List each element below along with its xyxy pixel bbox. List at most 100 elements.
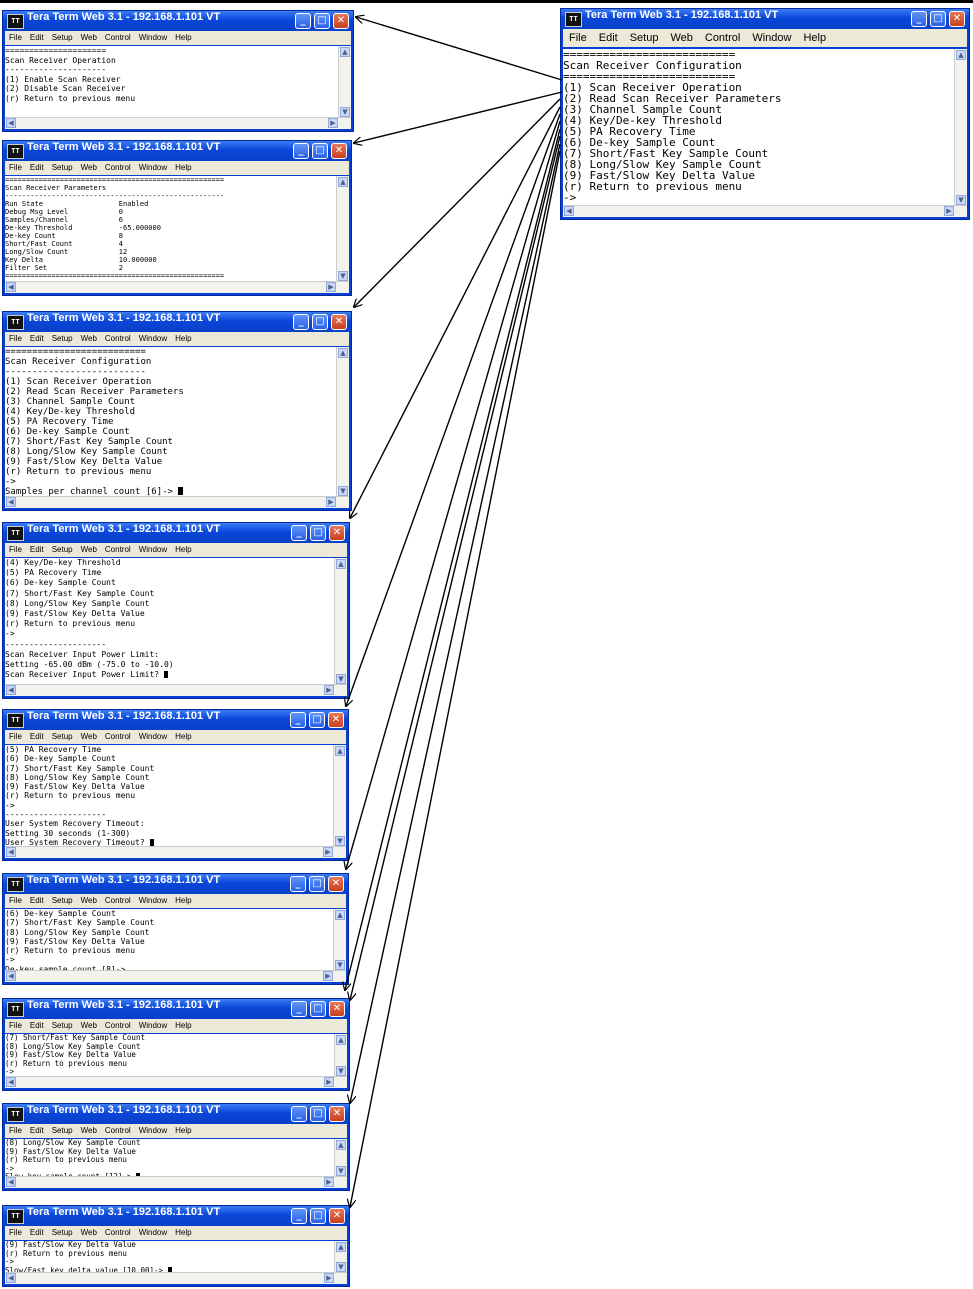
terminal-app-icon[interactable]: TT bbox=[7, 1107, 24, 1122]
menu-item-setup[interactable]: Setup bbox=[51, 545, 73, 554]
horizontal-scrollbar[interactable]: ◀▶ bbox=[5, 281, 349, 293]
menu-item-control[interactable]: Control bbox=[104, 545, 131, 554]
terminal-screen[interactable]: (7) Short/Fast Key Sample Count(8) Long/… bbox=[5, 1034, 335, 1077]
scroll-right-icon[interactable]: ▶ bbox=[944, 206, 954, 216]
terminal-app-icon[interactable]: TT bbox=[7, 713, 24, 728]
terminal-screen[interactable]: (4) Key/De-key Threshold(5) PA Recovery … bbox=[5, 558, 335, 685]
minimize-button[interactable]: _ bbox=[911, 11, 927, 27]
menu-item-web[interactable]: Web bbox=[80, 1021, 97, 1030]
terminal-app-icon[interactable]: TT bbox=[7, 144, 24, 159]
menu-item-file[interactable]: File bbox=[9, 33, 22, 42]
menu-item-help[interactable]: Help bbox=[175, 1228, 192, 1237]
terminal-app-icon[interactable]: TT bbox=[565, 12, 582, 27]
scroll-up-icon[interactable]: ▲ bbox=[336, 1242, 346, 1252]
menu-item-window[interactable]: Window bbox=[138, 334, 168, 343]
menu-item-web[interactable]: Web bbox=[80, 732, 97, 741]
menu-item-file[interactable]: File bbox=[9, 163, 22, 172]
menu-item-edit[interactable]: Edit bbox=[29, 545, 44, 554]
menu-item-window[interactable]: Window bbox=[138, 1021, 168, 1030]
terminal-app-icon[interactable]: TT bbox=[7, 877, 24, 892]
menu-item-setup[interactable]: Setup bbox=[51, 163, 73, 172]
minimize-button[interactable]: _ bbox=[295, 13, 311, 29]
menu-item-web[interactable]: Web bbox=[80, 1126, 97, 1135]
maximize-button[interactable]: □ bbox=[314, 13, 330, 29]
menu-item-file[interactable]: File bbox=[9, 732, 22, 741]
scroll-down-icon[interactable]: ▼ bbox=[956, 195, 966, 205]
menu-item-web[interactable]: Web bbox=[80, 33, 97, 42]
menu-item-window[interactable]: Window bbox=[138, 1228, 168, 1237]
menu-item-control[interactable]: Control bbox=[104, 163, 131, 172]
scroll-up-icon[interactable]: ▲ bbox=[336, 559, 346, 569]
menu-item-edit[interactable]: Edit bbox=[29, 1228, 44, 1237]
minimize-button[interactable]: _ bbox=[291, 1208, 307, 1224]
vertical-scrollbar[interactable]: ▲▼ bbox=[954, 49, 967, 206]
terminal-app-icon[interactable]: TT bbox=[7, 1209, 24, 1224]
close-button[interactable]: ✕ bbox=[331, 314, 347, 330]
menu-item-help[interactable]: Help bbox=[175, 896, 192, 905]
close-button[interactable]: ✕ bbox=[333, 13, 349, 29]
scroll-up-icon[interactable]: ▲ bbox=[338, 177, 348, 187]
scroll-up-icon[interactable]: ▲ bbox=[336, 1140, 346, 1150]
menu-item-web[interactable]: Web bbox=[80, 896, 97, 905]
menu-item-control[interactable]: Control bbox=[104, 33, 131, 42]
horizontal-scrollbar[interactable]: ◀▶ bbox=[5, 1272, 347, 1284]
vertical-scrollbar[interactable]: ▲▼ bbox=[333, 745, 346, 847]
menu-item-control[interactable]: Control bbox=[104, 1228, 131, 1237]
vertical-scrollbar[interactable]: ▲▼ bbox=[334, 1034, 347, 1077]
scroll-left-icon[interactable]: ◀ bbox=[6, 497, 16, 507]
horizontal-scrollbar[interactable]: ◀▶ bbox=[5, 496, 349, 508]
menu-item-control[interactable]: Control bbox=[104, 896, 131, 905]
horizontal-scrollbar[interactable]: ◀▶ bbox=[5, 846, 346, 858]
menu-item-file[interactable]: File bbox=[9, 1021, 22, 1030]
menu-item-file[interactable]: File bbox=[9, 334, 22, 343]
scroll-up-icon[interactable]: ▲ bbox=[340, 47, 350, 57]
scroll-up-icon[interactable]: ▲ bbox=[336, 1035, 346, 1045]
scroll-right-icon[interactable]: ▶ bbox=[324, 1077, 334, 1087]
horizontal-scrollbar[interactable]: ◀▶ bbox=[5, 684, 347, 696]
scroll-left-icon[interactable]: ◀ bbox=[6, 685, 16, 695]
menu-item-edit[interactable]: Edit bbox=[29, 896, 44, 905]
scroll-right-icon[interactable]: ▶ bbox=[324, 1273, 334, 1283]
minimize-button[interactable]: _ bbox=[293, 143, 309, 159]
horizontal-scrollbar[interactable]: ◀▶ bbox=[5, 1176, 347, 1188]
vertical-scrollbar[interactable]: ▲▼ bbox=[334, 1241, 347, 1273]
menu-item-setup[interactable]: Setup bbox=[51, 896, 73, 905]
scroll-down-icon[interactable]: ▼ bbox=[338, 271, 348, 281]
horizontal-scrollbar[interactable]: ◀▶ bbox=[5, 970, 346, 982]
menu-item-setup[interactable]: Setup bbox=[629, 32, 659, 44]
maximize-button[interactable]: □ bbox=[309, 712, 325, 728]
scroll-right-icon[interactable]: ▶ bbox=[328, 118, 338, 128]
minimize-button[interactable]: _ bbox=[291, 1001, 307, 1017]
terminal-screen[interactable]: =====================Scan Receiver Opera… bbox=[5, 46, 339, 118]
terminal-screen[interactable]: (6) De-key Sample Count(7) Short/Fast Ke… bbox=[5, 909, 334, 971]
terminal-app-icon[interactable]: TT bbox=[7, 14, 24, 29]
close-button[interactable]: ✕ bbox=[949, 11, 965, 27]
menu-item-control[interactable]: Control bbox=[704, 32, 741, 44]
close-button[interactable]: ✕ bbox=[329, 1001, 345, 1017]
menu-item-setup[interactable]: Setup bbox=[51, 33, 73, 42]
minimize-button[interactable]: _ bbox=[293, 314, 309, 330]
maximize-button[interactable]: □ bbox=[312, 314, 328, 330]
close-button[interactable]: ✕ bbox=[331, 143, 347, 159]
close-button[interactable]: ✕ bbox=[329, 1106, 345, 1122]
terminal-app-icon[interactable]: TT bbox=[7, 315, 24, 330]
scroll-down-icon[interactable]: ▼ bbox=[335, 960, 345, 970]
minimize-button[interactable]: _ bbox=[290, 876, 306, 892]
scroll-up-icon[interactable]: ▲ bbox=[956, 50, 966, 60]
scroll-left-icon[interactable]: ◀ bbox=[6, 1177, 16, 1187]
menu-item-window[interactable]: Window bbox=[138, 33, 168, 42]
maximize-button[interactable]: □ bbox=[312, 143, 328, 159]
horizontal-scrollbar[interactable]: ◀▶ bbox=[5, 1076, 347, 1088]
menu-item-web[interactable]: Web bbox=[80, 163, 97, 172]
